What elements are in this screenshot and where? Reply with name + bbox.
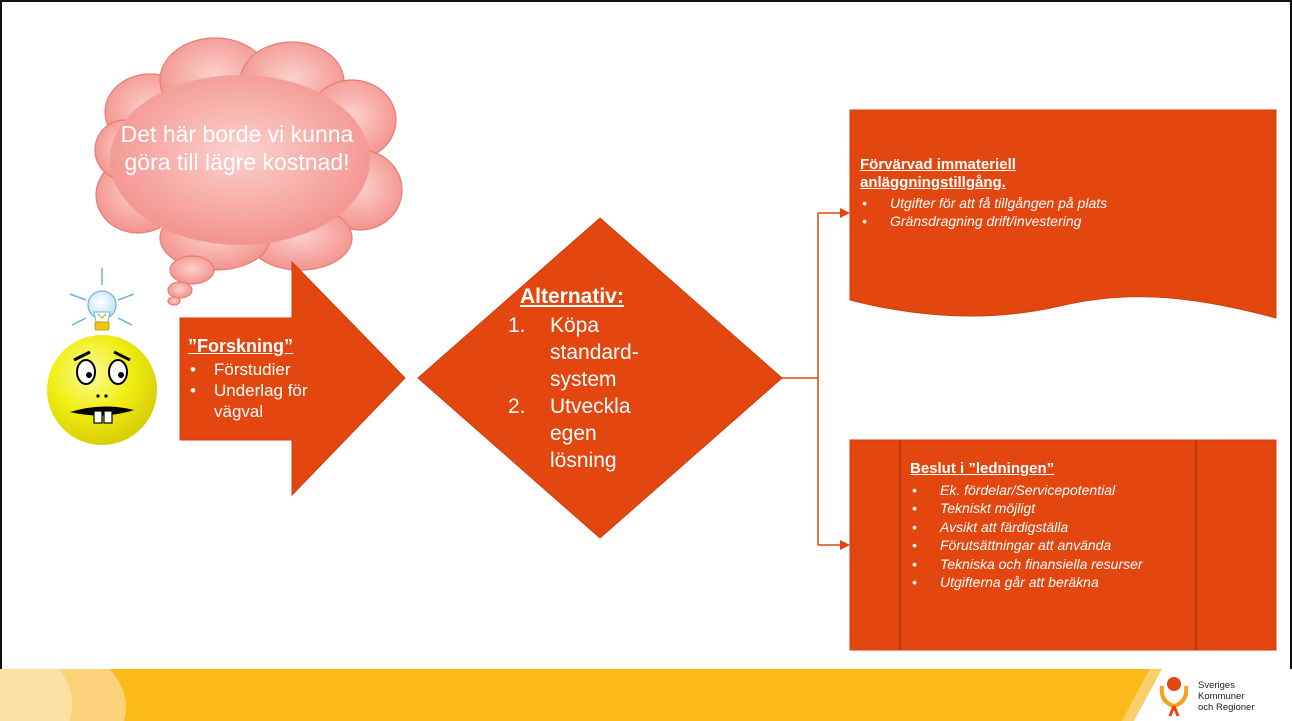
thought-cloud: [94, 37, 403, 306]
lightbulb-icon: [69, 268, 135, 331]
decision-title: Beslut i ”ledningen”: [910, 460, 1055, 477]
decision-item: Förutsättningar att använda: [910, 536, 1210, 555]
logo-text: Sveriges Kommuner och Regioner: [1198, 680, 1255, 713]
acquired-asset-item: Utgifter för att få tillgången på plats: [860, 194, 1250, 212]
decision-text: Beslut i ”ledningen” Ek. fördelar/Servic…: [910, 460, 1210, 592]
logo-line: Kommuner: [1198, 691, 1245, 702]
decision-item: Utgifterna går att beräkna: [910, 573, 1210, 592]
alternative-number: 1.: [508, 314, 526, 337]
logo-line: Sveriges: [1198, 680, 1235, 691]
research-item: Förstudier: [188, 359, 348, 380]
thought-cloud-text: Det här borde vi kunna göra till lägre k…: [120, 121, 354, 175]
acquired-asset-list: Utgifter för att få tillgången på plats …: [860, 194, 1250, 230]
decision-item: Ek. fördelar/Servicepotential: [910, 481, 1210, 500]
alternative-item-text: Utveckla egen lösning: [550, 395, 631, 472]
skr-logo-icon: [1159, 677, 1189, 717]
decision-item: Tekniska och finansiella resurser: [910, 555, 1170, 574]
acquired-asset-title: Förvärvad immateriell anläggningstillgån…: [860, 156, 1016, 191]
research-list: Förstudier Underlag för vägval: [188, 359, 348, 422]
alternative-item-text: Köpa standard-system: [550, 314, 639, 391]
connector-lines: [782, 208, 850, 550]
research-arrow-text: ”Forskning” Förstudier Underlag för vägv…: [188, 336, 348, 422]
alternative-item: 1. Köpa standard-system: [508, 312, 678, 393]
alternative-title: Alternativ:: [520, 285, 624, 308]
acquired-asset-item: Gränsdragning drift/investering: [860, 212, 1250, 230]
research-title: ”Forskning”: [188, 336, 294, 356]
smiley-face-icon: [47, 335, 157, 445]
acquired-asset-text: Förvärvad immateriell anläggningstillgån…: [860, 156, 1250, 230]
research-item: Underlag för vägval: [188, 380, 348, 422]
alternative-number: 2.: [508, 395, 526, 418]
alternative-list: 1. Köpa standard-system 2. Utveckla egen…: [508, 312, 678, 474]
alternative-item: 2. Utveckla egen lösning: [508, 393, 678, 474]
decision-item: Avsikt att färdigställa: [910, 518, 1210, 537]
footer-band: [0, 669, 1292, 721]
alternative-diamond-shape: [417, 217, 783, 539]
decision-item: Tekniskt möjligt: [910, 499, 1210, 518]
alternative-text: Alternativ: 1. Köpa standard-system 2. U…: [508, 283, 678, 474]
decision-list: Ek. fördelar/Servicepotential Tekniskt m…: [910, 481, 1210, 592]
logo-line: och Regioner: [1198, 702, 1255, 713]
